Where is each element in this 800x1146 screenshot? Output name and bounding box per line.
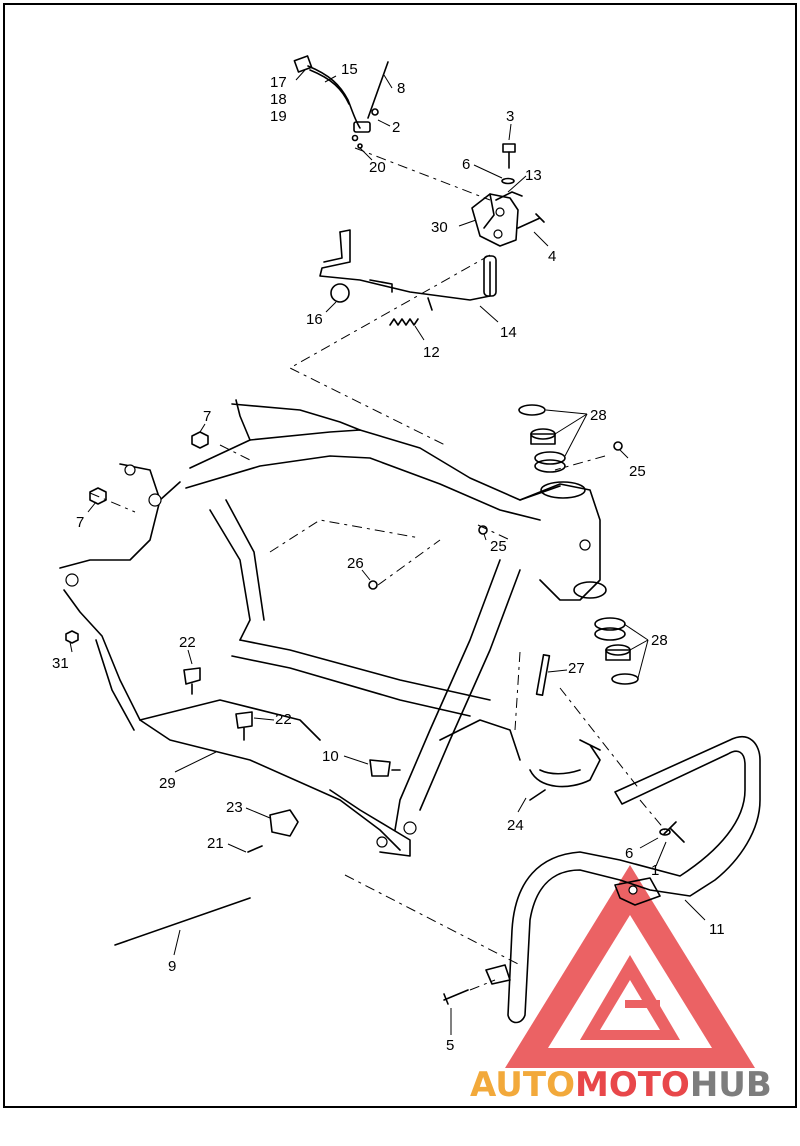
callout-6a: 6: [462, 156, 470, 173]
callouts: 1 2 3 4 5 6 6 7 7 8 9 10 11 12 13 14 15 …: [52, 61, 725, 1054]
callout-13: 13: [525, 167, 542, 184]
bracket-30-icon: [471, 191, 523, 247]
wire-8-icon: [367, 61, 389, 119]
bearing-28-bottom-icon: [594, 617, 639, 685]
plug-25b-icon: [478, 525, 488, 535]
callout-12: 12: [423, 344, 440, 361]
diagram-border: [3, 3, 797, 1108]
callout-21: 21: [207, 835, 224, 852]
callout-3: 3: [506, 108, 514, 125]
callout-19: 19: [270, 108, 287, 125]
clip-22b-icon: [235, 711, 253, 741]
bolt-1-icon: [663, 821, 685, 843]
engine-guard-icon: [485, 736, 761, 1024]
watermark-triangle-icon: [505, 865, 755, 1068]
spring-12-icon: [389, 318, 419, 326]
watermark-auto: AUTO: [470, 1065, 575, 1105]
bearing-28-top-icon: [518, 404, 566, 473]
pin-27-icon: [535, 653, 551, 697]
callout-23: 23: [226, 799, 243, 816]
washer-6b-icon: [659, 828, 671, 836]
callout-10: 10: [322, 748, 339, 765]
screw-31-icon: [65, 630, 79, 644]
watermark-hub: HUB: [690, 1065, 772, 1105]
plug-25-icon: [613, 441, 623, 451]
clip-22a-icon: [183, 667, 201, 695]
jiffy-stand-icon: [319, 229, 497, 311]
callout-31: 31: [52, 655, 69, 672]
bracket-24-icon: [529, 739, 601, 801]
callout-7a: 7: [203, 408, 211, 425]
cable-9-icon: [114, 897, 251, 946]
bolt-3-icon: [502, 143, 516, 169]
callout-28a: 28: [590, 407, 607, 424]
nut-7a-icon: [191, 431, 209, 449]
callout-25a: 25: [629, 463, 646, 480]
bolt-4-icon: [517, 213, 545, 229]
callout-20: 20: [369, 159, 386, 176]
callout-5: 5: [446, 1037, 454, 1054]
callout-6b: 6: [625, 845, 633, 862]
callout-8: 8: [397, 80, 405, 97]
washer-6-icon: [501, 177, 515, 185]
callout-14: 14: [500, 324, 517, 341]
callout-2: 2: [392, 119, 400, 136]
callout-29: 29: [159, 775, 176, 792]
callout-15: 15: [341, 61, 358, 78]
callout-22b: 22: [275, 711, 292, 728]
screw-21-icon: [247, 845, 263, 853]
assembly-lines: [89, 147, 666, 991]
leader-lines: [69, 69, 706, 1035]
callout-11: 11: [709, 921, 725, 938]
callout-24: 24: [507, 817, 524, 834]
callout-18: 18: [270, 91, 287, 108]
frame-icon: [59, 399, 607, 857]
plug-26-icon: [368, 580, 378, 590]
callout-17: 17: [270, 74, 287, 91]
callout-22a: 22: [179, 634, 196, 651]
watermark-logo: AUTOMOTOHUB: [470, 865, 772, 1105]
ball-16-icon: [330, 283, 350, 303]
watermark-moto: MOTO: [575, 1065, 690, 1105]
parts-illustration: [59, 55, 761, 1024]
callout-26: 26: [347, 555, 364, 572]
callout-7b: 7: [76, 514, 84, 531]
clip-10-icon: [369, 759, 401, 777]
bolt-5-icon: [443, 989, 469, 1005]
callout-27: 27: [568, 660, 585, 677]
callout-1: 1: [651, 862, 659, 879]
callout-16: 16: [306, 311, 323, 328]
callout-25b: 25: [490, 538, 507, 555]
clip-23-icon: [269, 809, 299, 837]
callout-30: 30: [431, 219, 448, 236]
nut-7b-icon: [89, 487, 107, 505]
watermark-text: AUTOMOTOHUB: [470, 1065, 772, 1105]
callout-4: 4: [548, 248, 556, 265]
callout-9: 9: [168, 958, 176, 975]
sensor-cable-icon: [293, 55, 371, 149]
callout-28b: 28: [651, 632, 668, 649]
